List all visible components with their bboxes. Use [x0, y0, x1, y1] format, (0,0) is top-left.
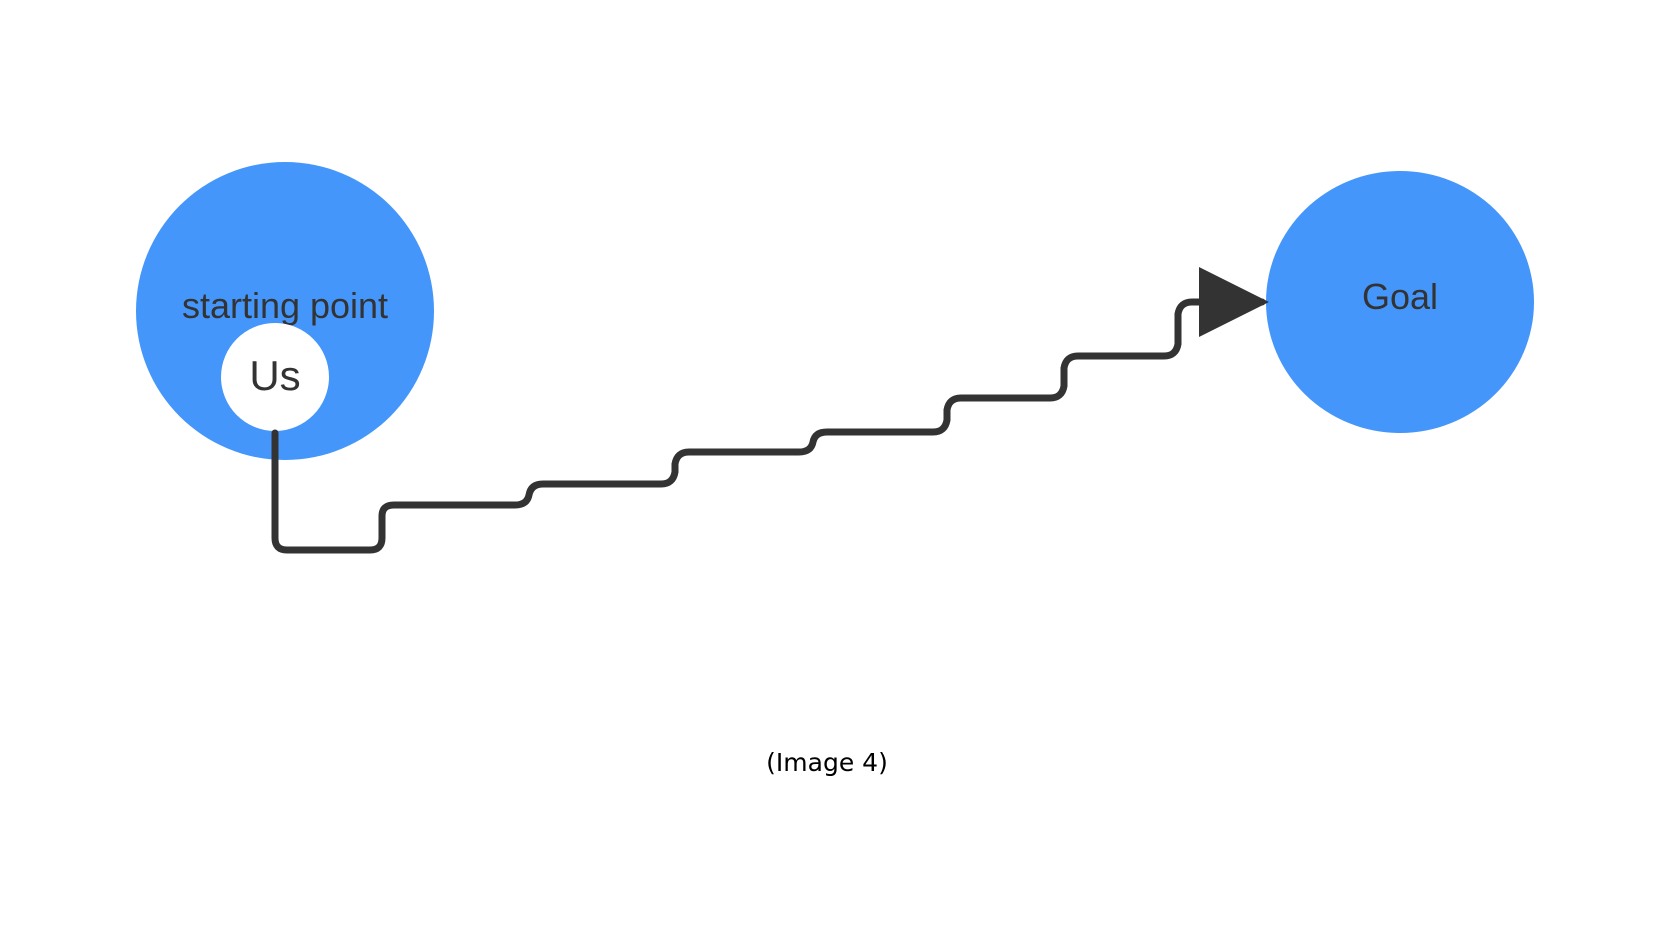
goal-node: Goal — [1266, 171, 1534, 433]
us-label: Us — [249, 352, 300, 399]
goal-circle — [1266, 171, 1534, 433]
starting-point-node: starting point — [136, 162, 434, 460]
us-circle — [221, 323, 329, 431]
us-node: Us — [221, 323, 329, 431]
starting-point-circle — [136, 162, 434, 460]
figure-caption: (Image 4) — [766, 748, 888, 777]
starting-point-label: starting point — [182, 285, 388, 326]
stepped-connector-arrow — [271, 267, 1269, 554]
goal-label: Goal — [1362, 276, 1438, 317]
